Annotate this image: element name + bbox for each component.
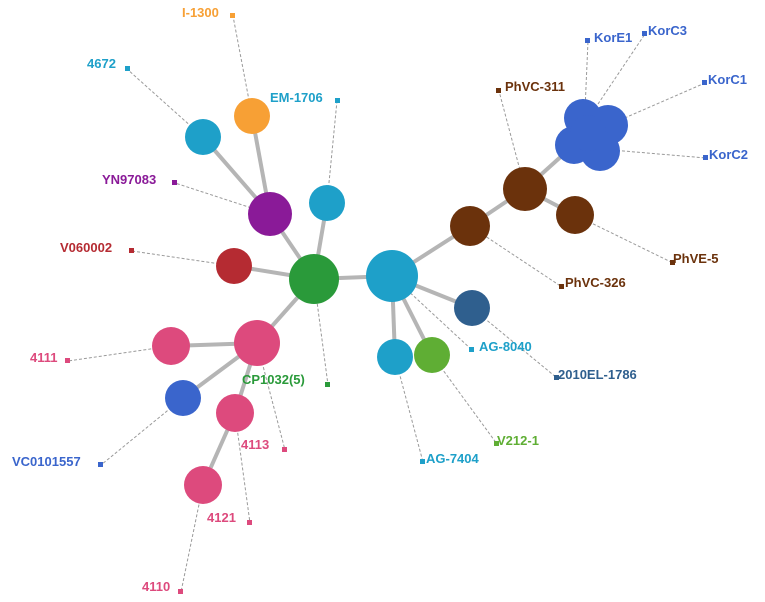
marker-kore1 xyxy=(585,38,590,43)
label-korc3: KorC3 xyxy=(648,23,687,38)
label-phve5: PhVE-5 xyxy=(673,251,719,266)
label-v060002: V060002 xyxy=(60,240,112,255)
label-em1706: EM-1706 xyxy=(270,90,323,105)
node-red[interactable] xyxy=(216,248,252,284)
label-v2121: V212-1 xyxy=(497,433,539,448)
leader-4113 xyxy=(256,342,286,451)
marker-cp1032 xyxy=(325,382,330,387)
label-4672: 4672 xyxy=(87,56,116,71)
marker-em1706 xyxy=(335,98,340,103)
node-pink-large[interactable] xyxy=(234,320,280,366)
label-phvc326: PhVC-326 xyxy=(565,275,626,290)
label-yn97083: YN97083 xyxy=(102,172,156,187)
node-blue[interactable] xyxy=(165,380,201,416)
marker-el1786 xyxy=(554,375,559,380)
leader-el1786 xyxy=(471,307,558,379)
marker-vc0101557 xyxy=(98,462,103,467)
marker-4111 xyxy=(65,358,70,363)
label-4121: 4121 xyxy=(207,510,236,525)
node-teal-upper[interactable] xyxy=(309,185,345,221)
label-el1786: 2010EL-1786 xyxy=(558,367,637,382)
label-4113: 4113 xyxy=(241,437,269,452)
leader-ag7404 xyxy=(394,356,424,463)
node-orange[interactable] xyxy=(234,98,270,134)
node-brown-right[interactable] xyxy=(556,196,594,234)
marker-korc3 xyxy=(642,31,647,36)
marker-phvc311 xyxy=(496,88,501,93)
node-brown-left[interactable] xyxy=(450,206,490,246)
marker-4672 xyxy=(125,66,130,71)
node-purple[interactable] xyxy=(248,192,292,236)
marker-ag7404 xyxy=(420,459,425,464)
leader-kore1 xyxy=(584,40,589,111)
node-teal-left[interactable] xyxy=(185,119,221,155)
node-navy[interactable] xyxy=(454,290,490,326)
node-blue-cluster-part xyxy=(570,115,606,151)
leader-phvc326 xyxy=(469,225,563,288)
leader-phve5 xyxy=(574,214,674,264)
marker-yn97083 xyxy=(172,180,177,185)
label-4110: 4110 xyxy=(142,579,170,594)
label-ag8040: AG-8040 xyxy=(479,339,532,354)
node-blue-cluster[interactable] xyxy=(555,99,628,171)
label-phvc311: PhVC-311 xyxy=(505,79,565,94)
label-kore1: KorE1 xyxy=(594,30,632,45)
marker-4121 xyxy=(247,520,252,525)
leader-korc1 xyxy=(619,82,706,121)
leader-ag8040 xyxy=(391,275,473,351)
node-teal-low[interactable] xyxy=(377,339,413,375)
node-center-green[interactable] xyxy=(289,254,339,304)
leader-4121 xyxy=(234,412,251,524)
leader-4110 xyxy=(180,484,204,593)
leader-korc3 xyxy=(597,33,646,105)
marker-4113 xyxy=(282,447,287,452)
label-leader-lines xyxy=(67,15,707,593)
marker-phve5 xyxy=(670,260,675,265)
marker-phvc326 xyxy=(559,284,564,289)
tree-nodes xyxy=(152,98,628,504)
label-korc1: KorC1 xyxy=(708,72,747,87)
label-ag7404: AG-7404 xyxy=(426,451,480,466)
marker-korc1 xyxy=(702,80,707,85)
label-korc2: KorC2 xyxy=(709,147,748,162)
node-brown-center[interactable] xyxy=(503,167,547,211)
node-pink-left[interactable] xyxy=(152,327,190,365)
node-teal-center[interactable] xyxy=(366,250,418,302)
leader-korc2 xyxy=(611,149,707,159)
node-labels: I-1300 4672 EM-1706 YN97083 V060002 4111… xyxy=(12,5,748,594)
label-vc0101557: VC0101557 xyxy=(12,454,81,469)
node-pink-low[interactable] xyxy=(184,466,222,504)
node-pink-mid[interactable] xyxy=(216,394,254,432)
label-i1300: I-1300 xyxy=(182,5,219,20)
node-lime[interactable] xyxy=(414,337,450,373)
marker-ag8040 xyxy=(469,347,474,352)
marker-4110 xyxy=(178,589,183,594)
label-markers xyxy=(65,13,708,594)
marker-korc2 xyxy=(703,155,708,160)
label-4111: 4111 xyxy=(30,350,58,365)
marker-v2121 xyxy=(494,441,499,446)
marker-i1300 xyxy=(230,13,235,18)
marker-v060002 xyxy=(129,248,134,253)
label-cp1032: CP1032(5) xyxy=(242,372,305,387)
leader-v2121 xyxy=(431,354,498,445)
